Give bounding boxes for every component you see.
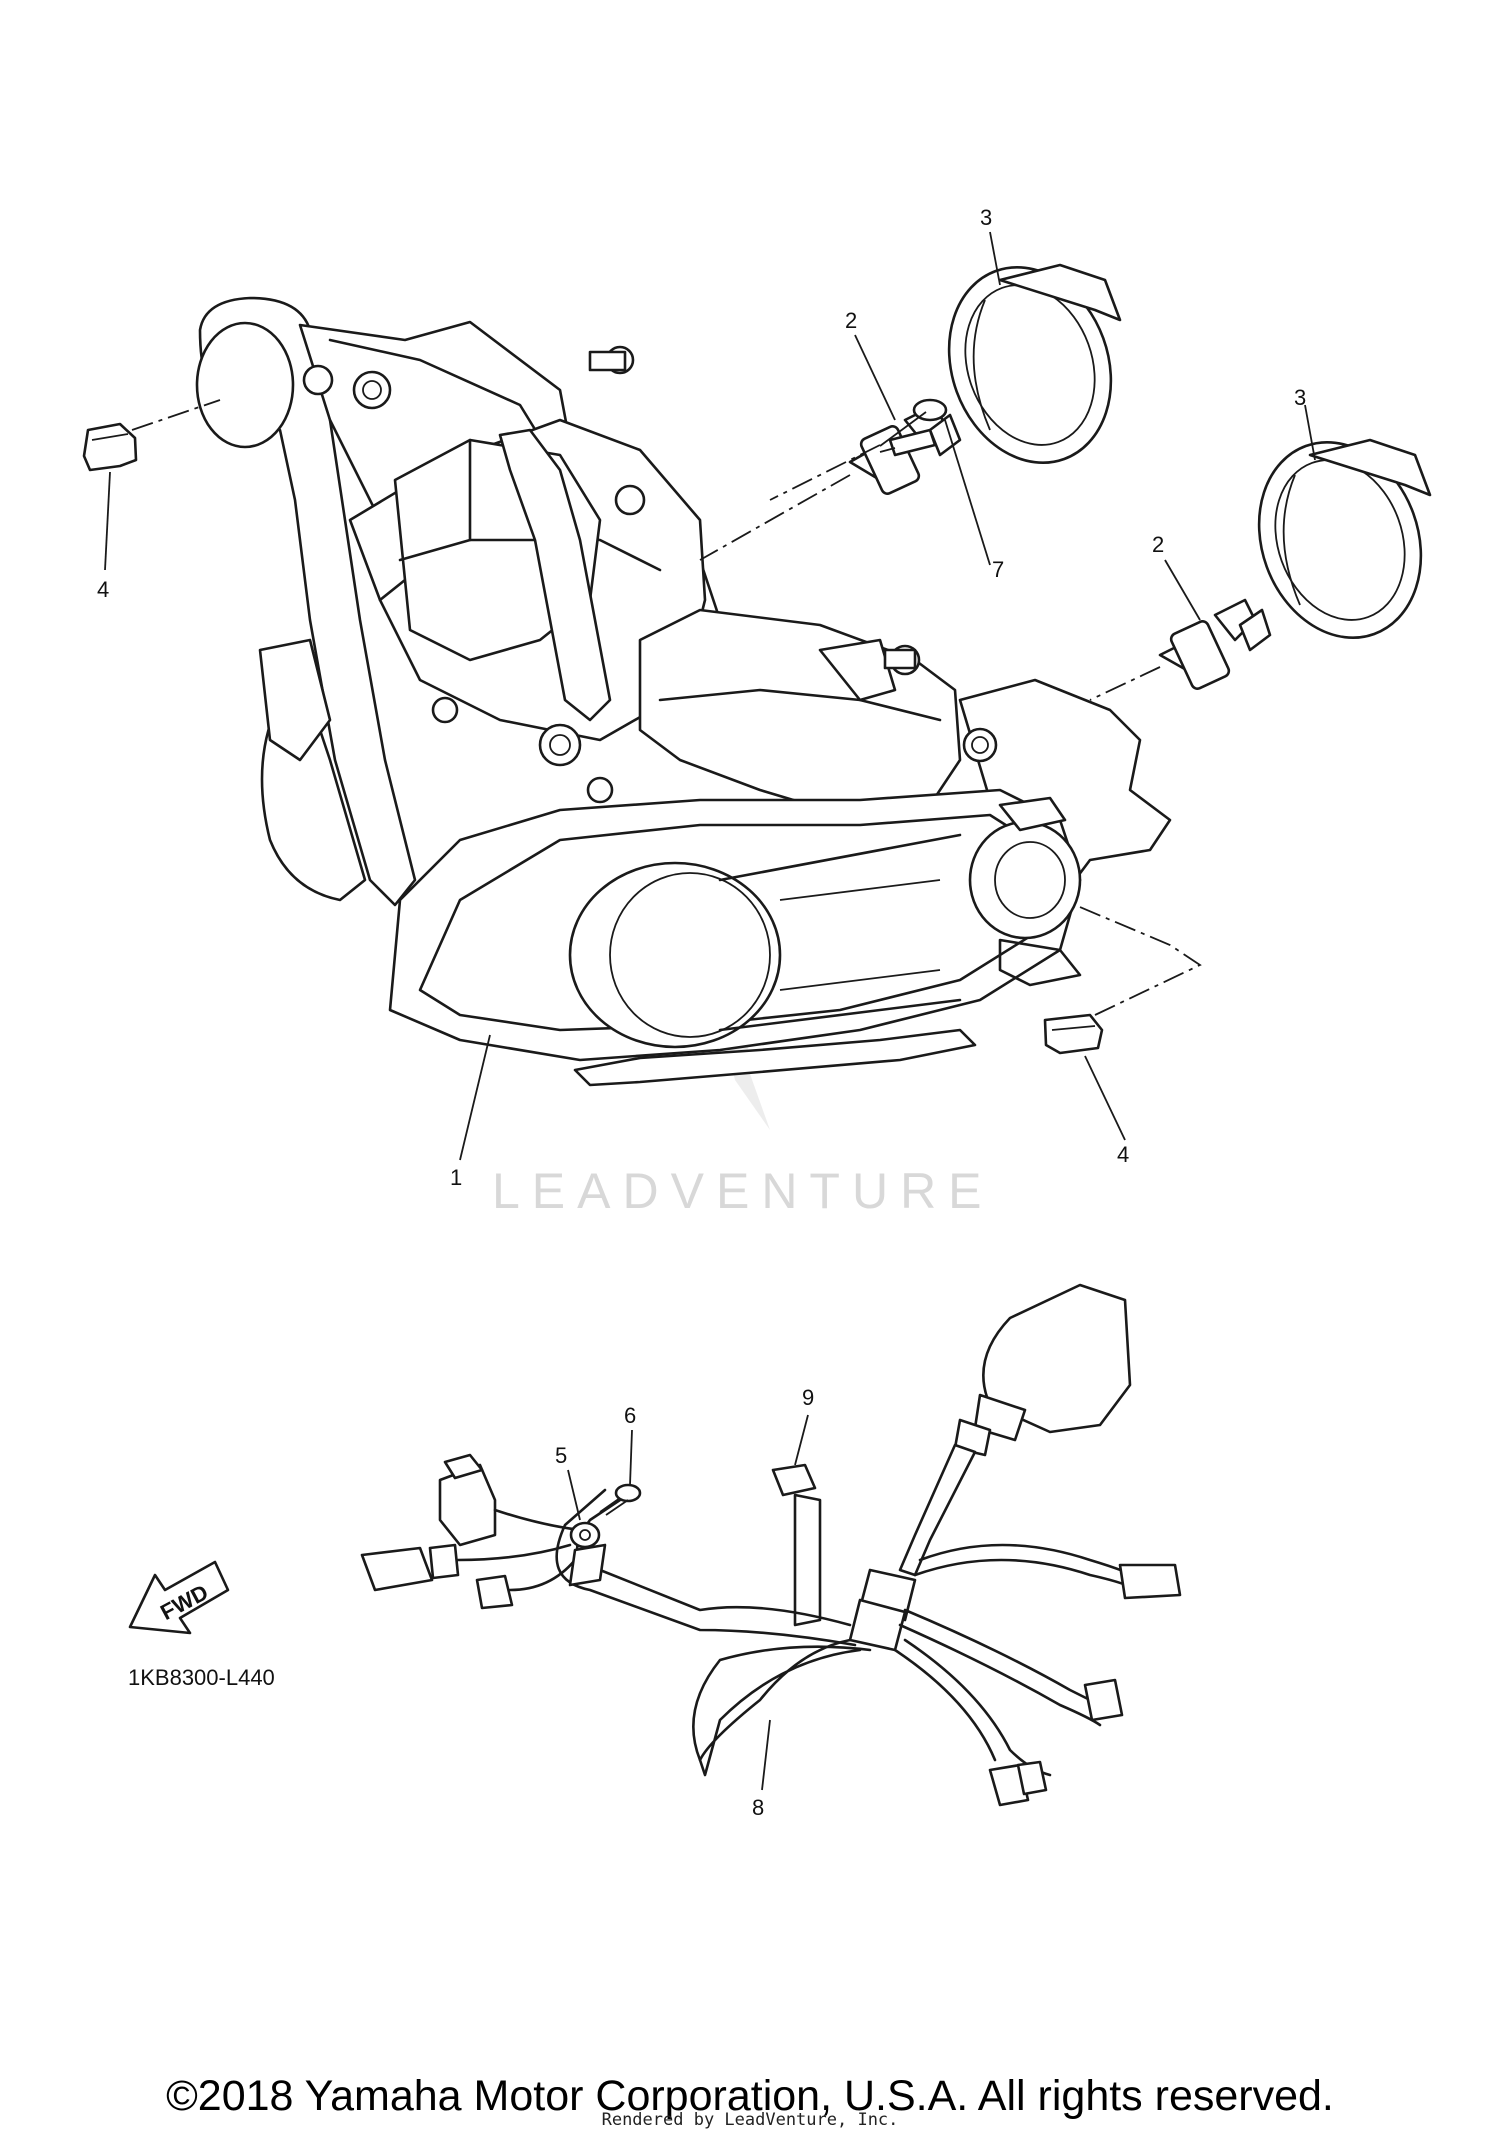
dash-line-clip-left bbox=[131, 399, 221, 431]
leader-3b bbox=[1304, 404, 1316, 461]
leader-8 bbox=[761, 1719, 771, 1791]
leader-4a bbox=[104, 471, 111, 571]
fwd-arrow-icon: FWD bbox=[128, 1560, 230, 1635]
screw-part-7 bbox=[879, 398, 948, 457]
bracket-part-9 bbox=[771, 1463, 822, 1627]
leader-2b bbox=[1164, 559, 1201, 621]
diagram-code: 1KB8300-L440 bbox=[128, 1665, 275, 1690]
bulb-part-2-lower bbox=[1158, 598, 1272, 690]
screw-part-6 bbox=[599, 1483, 642, 1516]
callout-1: 1 bbox=[450, 1165, 462, 1190]
callout-6: 6 bbox=[624, 1403, 636, 1428]
callout-2-upper: 2 bbox=[845, 308, 857, 333]
watermark-text: LEADVENTURE bbox=[492, 1163, 994, 1219]
clip-part-4-left bbox=[82, 422, 138, 472]
leader-2a bbox=[854, 334, 896, 421]
callout-4-right: 4 bbox=[1117, 1142, 1129, 1167]
dash-line-screw bbox=[769, 444, 881, 501]
dash-line-bulb-upper bbox=[699, 474, 851, 561]
leader-6 bbox=[629, 1429, 633, 1486]
cover-part-3-upper bbox=[947, 263, 1122, 464]
leader-1 bbox=[459, 1034, 491, 1161]
callout-2-lower: 2 bbox=[1152, 532, 1164, 557]
leader-4b bbox=[1084, 1055, 1126, 1141]
leader-5 bbox=[567, 1469, 581, 1521]
clip-part-4-right bbox=[1043, 1013, 1104, 1055]
wire-harness-part-8 bbox=[360, 1283, 1182, 1807]
callout-4-left: 4 bbox=[97, 577, 109, 602]
cover-part-3-lower bbox=[1257, 438, 1432, 639]
callout-8: 8 bbox=[752, 1795, 764, 1820]
leader-3a bbox=[989, 231, 1001, 286]
callout-3-upper: 3 bbox=[980, 205, 992, 230]
copyright-text: ©2018 Yamaha Motor Corporation, U.S.A. A… bbox=[166, 2072, 1334, 2120]
leader-7 bbox=[944, 419, 991, 566]
callout-5: 5 bbox=[555, 1443, 567, 1468]
dash-line-clip-right bbox=[1074, 904, 1202, 1016]
leader-9 bbox=[794, 1414, 809, 1466]
rendered-by-text: Rendered by LeadVenture, Inc. bbox=[601, 2110, 899, 2130]
callout-7: 7 bbox=[992, 557, 1004, 582]
callout-3-lower: 3 bbox=[1294, 385, 1306, 410]
callout-9: 9 bbox=[802, 1385, 814, 1410]
dash-line-bulb-lower bbox=[1089, 666, 1161, 701]
headlight-assembly bbox=[195, 296, 1172, 1087]
